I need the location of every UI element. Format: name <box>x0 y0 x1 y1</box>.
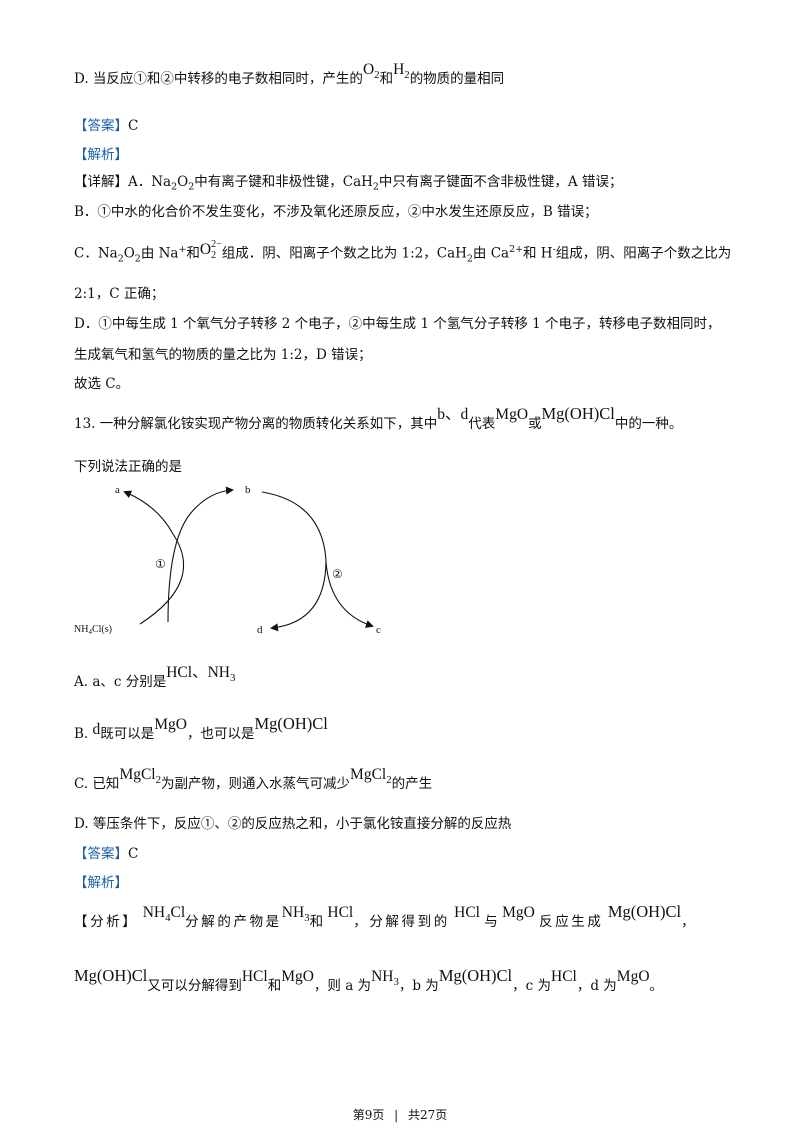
q13-stem-line2: 下列说法正确的是 <box>74 459 182 475</box>
q13-option-d: D. 等压条件下，反应①、②的反应热之和，小于氯化铵直接分解的反应热 <box>74 816 512 832</box>
page-footer: 第9页 | 共27页 <box>0 1106 800 1123</box>
q12-conclusion: 故选 C。 <box>74 376 130 392</box>
q12-detail-b: B．①中水的化合价不发生变化，不涉及氧化还原反应，②中水发生还原反应，B 错误； <box>74 204 598 220</box>
label-a: a <box>115 484 120 496</box>
q13-analysis-line2: Mg(OH)Cl又可以分解得到HCl和MgO，则 a 为NH3，b 为Mg(OH… <box>74 966 664 995</box>
arrow-nh4cl-to-a <box>123 490 185 625</box>
page-total: 共27页 <box>408 1108 448 1122</box>
footer-separator: | <box>394 1108 399 1122</box>
label-c: c <box>376 624 381 636</box>
q12-answer: 【答案】C <box>74 118 139 134</box>
q12-analysis-label: 【解析】 <box>74 147 128 163</box>
q12-detail-d-2: 生成氧气和氢气的物质的量之比为 1:2，D 错误； <box>74 347 372 363</box>
q13-stem: 13. 一种分解氯化铵实现产物分离的物质转化关系如下，其中b、d代表MgO或Mg… <box>74 404 683 433</box>
q13-answer: 【答案】C <box>74 846 139 862</box>
q13-option-a: A. a、c 分别是HCl、NH3 <box>74 664 236 690</box>
q12-detail-d-1: D．①中每生成 1 个氧气分子转移 2 个电子，②中每生成 1 个氢气分子转移 … <box>74 316 721 332</box>
q13-option-b: B. d既可以是MgO，也可以是Mg(OH)Cl <box>74 714 328 743</box>
label-b: b <box>245 484 251 496</box>
arrow-d-to-b <box>167 486 234 623</box>
q13-analysis-label: 【解析】 <box>74 875 128 891</box>
q12-option-d: D. 当反应①和②中转移的电子数相同时，产生的O2和H2的物质的量相同 <box>74 61 505 87</box>
label-r1: ① <box>155 557 166 571</box>
q13-analysis-line1: 【分析】 NH4Cl分解的产物是NH3和 HCl，分解得到的 HCl 与 MgO… <box>74 902 695 931</box>
q12-detail-a: 【详解】A．Na2O2中有离子键和非极性键，CaH2中只有离子键面不含非极性键，… <box>74 174 623 193</box>
q13-option-c: C. 已知MgCl2为副产物，则通入水蒸气可减少MgCl2的产生 <box>74 766 433 792</box>
label-r2: ② <box>332 567 343 581</box>
arrow-b-to-d <box>261 491 327 632</box>
arrow-to-c <box>325 561 374 628</box>
q12-detail-c-cont: 2:1，C 正确； <box>74 286 165 302</box>
page-number: 第9页 <box>352 1108 385 1122</box>
label-d: d <box>257 624 263 636</box>
label-nh4cl: NH4Cl(s) <box>74 624 112 636</box>
conversion-diagram: a b c d ① ② NH4Cl(s) <box>74 484 381 636</box>
